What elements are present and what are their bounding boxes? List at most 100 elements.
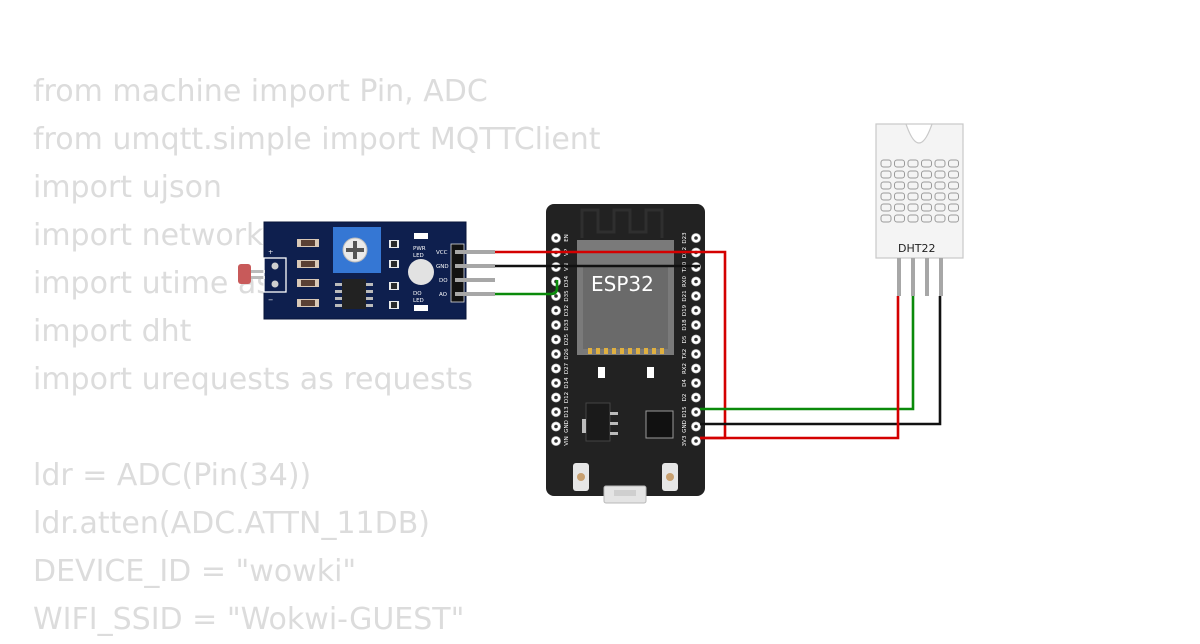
dht22-body bbox=[875, 123, 964, 259]
antenna-trace-icon bbox=[580, 208, 664, 238]
vent-slot bbox=[907, 192, 919, 201]
resistor-icon bbox=[297, 239, 319, 307]
esp32-left-pin-label: VIN bbox=[564, 436, 570, 446]
vent-slot bbox=[921, 203, 932, 212]
esp32-left-pin-label: D25 bbox=[564, 333, 570, 345]
vent-slot bbox=[921, 159, 932, 168]
vent-slot bbox=[921, 214, 932, 223]
pwr-led-label: PWR bbox=[413, 246, 426, 252]
vent-slot bbox=[948, 170, 959, 179]
code-line: import network bbox=[33, 218, 264, 253]
dht22-sensor[interactable]: DHT22 bbox=[875, 123, 964, 296]
code-line: from umqtt.simple import MQTTClient bbox=[33, 122, 601, 157]
wire-ao bbox=[495, 280, 559, 296]
esp32-left-pin-label: D35 bbox=[564, 290, 570, 302]
dht22-pin bbox=[939, 258, 943, 296]
esp32-right-pin-label: D21 bbox=[682, 290, 688, 301]
vent-slot bbox=[948, 159, 959, 168]
plus-label: + bbox=[268, 248, 273, 256]
vent-slot bbox=[880, 192, 892, 201]
esp32-left-pin-label: D27 bbox=[564, 362, 570, 374]
esp32-left-pin-label: GND bbox=[564, 420, 570, 433]
esp32-left-pin-label: D13 bbox=[564, 406, 570, 418]
pwr-led-label: LED bbox=[413, 253, 424, 259]
pin-label-gnd: GND bbox=[436, 264, 449, 270]
esp32-right-pin-label: D15 bbox=[682, 406, 688, 418]
esp32-left-pin-label: D33 bbox=[564, 319, 570, 331]
vent-slot bbox=[880, 159, 892, 168]
esp32-right-pin-label: TX2 bbox=[682, 349, 688, 361]
vent-slot bbox=[934, 159, 946, 168]
esp32-right-pin-label: RX2 bbox=[682, 363, 688, 374]
code-line: import utime as bbox=[33, 266, 272, 301]
wires bbox=[495, 250, 942, 440]
vent-slot bbox=[880, 170, 892, 179]
vent-slot bbox=[948, 203, 959, 212]
vent-slot bbox=[907, 170, 919, 179]
ldr-pin-header bbox=[450, 243, 465, 303]
chip-label: ESP32 bbox=[591, 272, 654, 296]
wire-dht-gnd bbox=[700, 296, 942, 426]
vent-slot bbox=[934, 192, 946, 201]
vent-slot bbox=[880, 214, 892, 223]
vent-slot bbox=[948, 214, 959, 223]
photoresistor-icon bbox=[238, 264, 251, 284]
esp32-board[interactable]: ESP32 ENVPVND34D35D32D33D25D26D27D14D12D… bbox=[546, 204, 705, 504]
code-line: import ujson bbox=[33, 170, 222, 205]
vent-slot bbox=[921, 192, 932, 201]
vent-slot bbox=[894, 214, 905, 223]
wire-dht-vcc bbox=[700, 296, 900, 440]
comparator-ic bbox=[342, 279, 366, 309]
esp32-right-pin-label: D4 bbox=[682, 379, 688, 387]
ldr-connector bbox=[263, 257, 287, 293]
led-lens-icon bbox=[408, 259, 434, 285]
dht22-pin bbox=[925, 258, 929, 296]
vent-slot bbox=[921, 181, 932, 190]
do-led-icon bbox=[414, 305, 428, 311]
vent-slot bbox=[894, 203, 905, 212]
esp32-left-pin-label: D26 bbox=[564, 348, 570, 360]
vent-slot bbox=[948, 181, 959, 190]
vent-slot bbox=[907, 181, 919, 190]
circuit-canvas: + − PWR LED DO LED VCC GND DO bbox=[238, 123, 964, 504]
vent-slot bbox=[894, 159, 905, 168]
esp32-right-pin-label: D23 bbox=[682, 232, 688, 244]
vent-slot bbox=[934, 170, 946, 179]
vent-slot bbox=[894, 170, 905, 179]
pin-label-vcc: VCC bbox=[436, 250, 448, 256]
regulator-icon bbox=[585, 402, 611, 442]
esp32-right-pin-label: 3V3 bbox=[682, 435, 688, 446]
code-line: ldr.atten(ADC.ATTN_11DB) bbox=[33, 506, 431, 541]
pwr-led-icon bbox=[414, 233, 428, 239]
esp32-left-pin-label: D12 bbox=[564, 392, 570, 403]
esp32-right-pin-label: D2 bbox=[682, 394, 688, 402]
pin-label-ao: AO bbox=[439, 292, 448, 298]
esp32-right-pin-label: D19 bbox=[682, 304, 688, 316]
do-led-label: LED bbox=[413, 298, 424, 304]
vent-slot bbox=[880, 181, 892, 190]
esp32-left-pin-label: D32 bbox=[564, 305, 570, 316]
ldr-header-pins[interactable] bbox=[455, 250, 495, 296]
usb-uart-chip bbox=[645, 410, 674, 439]
vent-slot bbox=[894, 192, 905, 201]
minus-label: − bbox=[268, 296, 273, 304]
vent-slot bbox=[921, 170, 932, 179]
esp32-left-pin-label: D14 bbox=[564, 377, 570, 389]
dht22-pin bbox=[911, 258, 915, 296]
vent-slot bbox=[907, 159, 919, 168]
ldr-module[interactable]: + − PWR LED DO LED VCC GND DO bbox=[238, 221, 467, 320]
esp32-left-pin-label: D34 bbox=[564, 275, 570, 287]
dht22-pin bbox=[897, 258, 901, 296]
code-line: from machine import Pin, ADC bbox=[33, 74, 488, 109]
vent-slot bbox=[934, 203, 946, 212]
vent-slot bbox=[907, 203, 919, 212]
code-line: import dht bbox=[33, 314, 192, 349]
vent-slot bbox=[880, 203, 892, 212]
pin-label-do: DO bbox=[439, 278, 448, 284]
esp32-right-pin-label: D18 bbox=[682, 319, 688, 331]
esp32-left-pin-label: EN bbox=[564, 234, 570, 242]
esp32-right-pin-label: D5 bbox=[682, 335, 688, 343]
module-castellations bbox=[588, 348, 664, 354]
do-led-label: DO bbox=[413, 291, 422, 297]
esp32-right-pin-label: RX0 bbox=[682, 275, 688, 287]
